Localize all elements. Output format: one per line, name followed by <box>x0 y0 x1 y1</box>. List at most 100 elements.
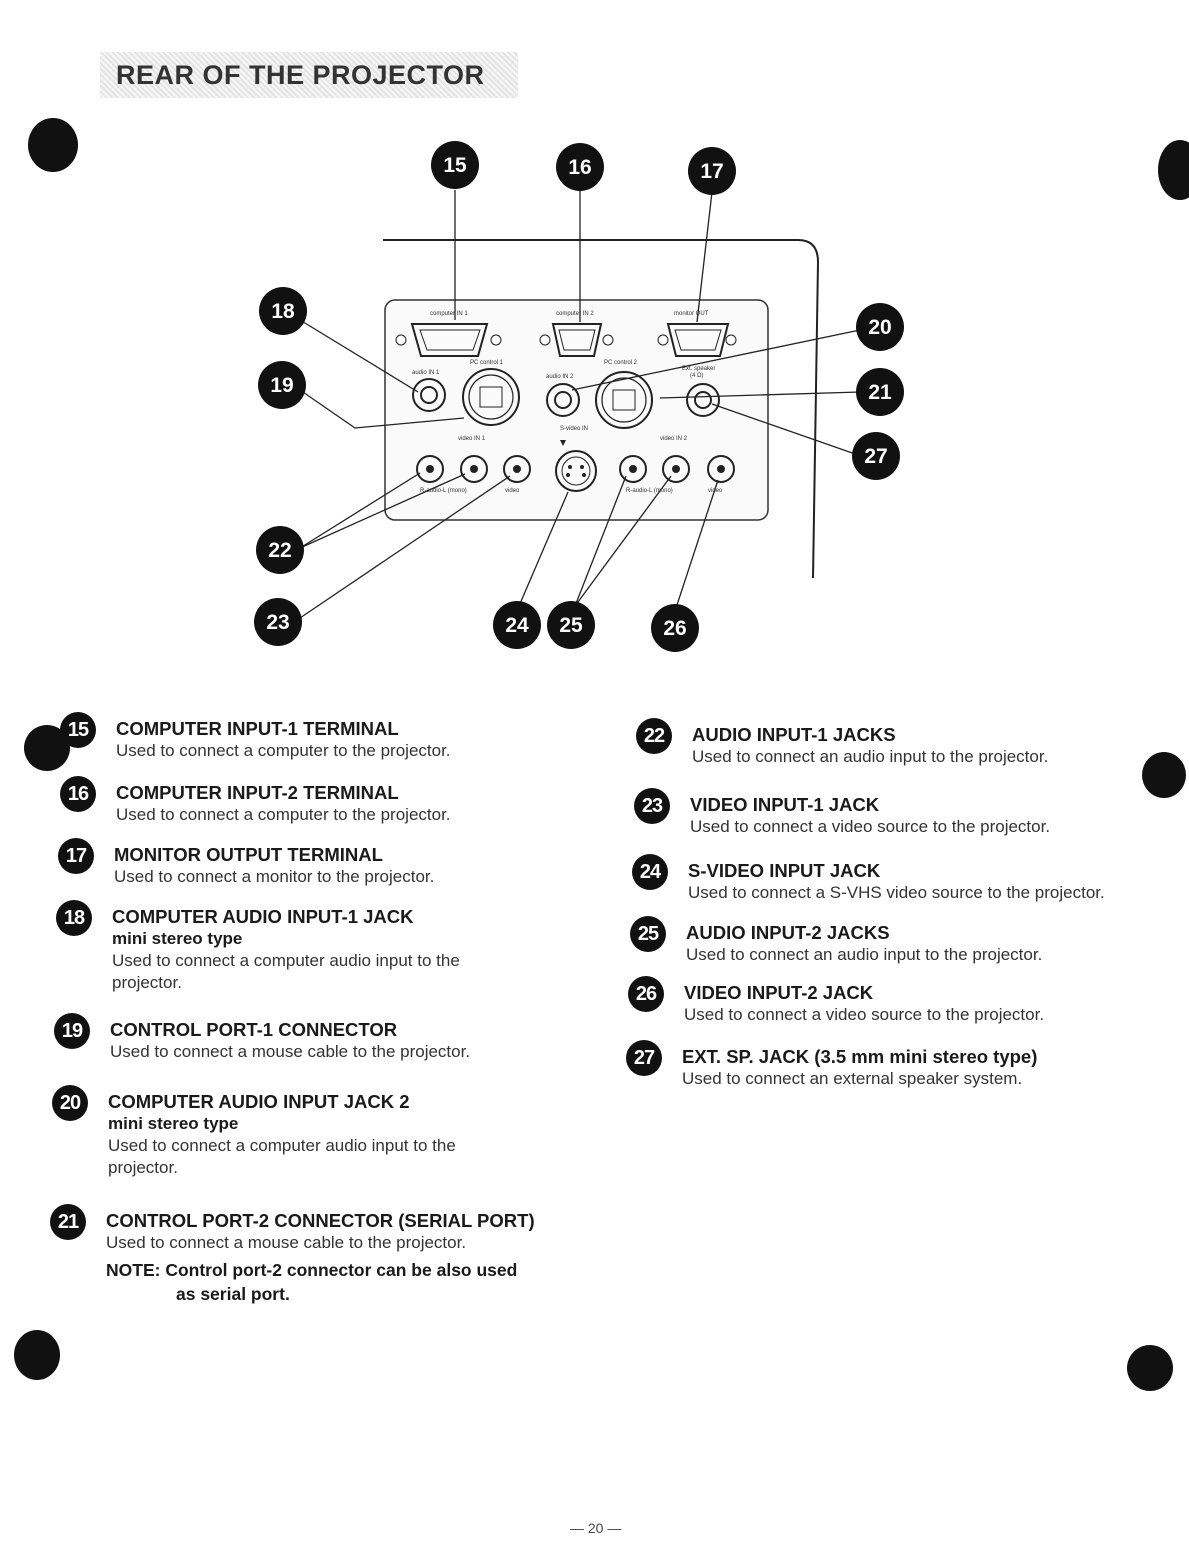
binder-hole <box>1158 140 1189 200</box>
callout-number: 16 <box>60 776 96 812</box>
panel-label: audio IN 1 <box>412 370 440 376</box>
audio-in-1-jack <box>412 378 446 412</box>
note-text: as serial port. <box>176 1284 290 1304</box>
desc-text: Used to connect a computer audio input t… <box>112 951 460 970</box>
desc-text: Used to connect a video source to the pr… <box>690 817 1051 836</box>
svg-text:22: 22 <box>268 539 291 562</box>
svg-text:25: 25 <box>559 614 583 637</box>
binder-hole <box>1127 1345 1173 1391</box>
desc-text: Used to connect a monitor to the project… <box>114 867 435 886</box>
panel-label: monitor OUT <box>674 311 709 317</box>
note-label: NOTE: <box>106 1260 161 1280</box>
desc-text: Used to connect an external speaker syst… <box>682 1069 1023 1088</box>
computer-input-2-terminal <box>539 323 614 357</box>
control-port-2-connector <box>595 371 653 429</box>
svg-text:20: 20 <box>868 316 891 339</box>
desc-heading: EXT. SP. JACK (3.5 mm mini stereo type) <box>682 1046 1038 1067</box>
rca-jack <box>662 455 690 483</box>
panel-label: audio IN 2 <box>546 374 574 380</box>
callout-25: 25 <box>547 601 595 649</box>
binder-hole <box>28 118 78 172</box>
panel-label: (4 Ω) <box>690 373 704 379</box>
panel-label: R-audio-L (mono) <box>420 488 467 494</box>
desc-heading: AUDIO INPUT-1 JACKS <box>692 724 896 745</box>
desc-text: Used to connect a computer to the projec… <box>116 805 451 824</box>
callout-number: 24 <box>632 854 668 890</box>
callout-number: 15 <box>60 712 96 748</box>
page-title: REAR OF THE PROJECTOR <box>100 52 518 98</box>
desc-heading: MONITOR OUTPUT TERMINAL <box>114 844 383 865</box>
desc-text: projector. <box>108 1158 178 1177</box>
note-text: Control port-2 connector can be also use… <box>165 1260 518 1280</box>
panel-label: video <box>505 488 520 494</box>
callout-20: 20 <box>856 303 904 351</box>
callout-27: 27 <box>852 432 900 480</box>
rear-panel-diagram: computer IN 1 computer IN 2 monitor OUT … <box>254 141 904 652</box>
callout-number: 25 <box>630 916 666 952</box>
callout-23: 23 <box>254 598 302 646</box>
desc-text: projector. <box>112 973 182 992</box>
callout-number: 23 <box>634 788 670 824</box>
svg-text:24: 24 <box>505 614 529 637</box>
callout-number: 21 <box>50 1204 86 1240</box>
monitor-output-terminal <box>657 323 737 357</box>
callout-number: 17 <box>58 838 94 874</box>
desc-heading: VIDEO INPUT-1 JACK <box>690 794 880 815</box>
desc-heading: VIDEO INPUT-2 JACK <box>684 982 874 1003</box>
panel-label: R-audio-L (mono) <box>626 488 673 494</box>
desc-text: Used to connect a video source to the pr… <box>684 1005 1045 1024</box>
desc-text: Used to connect a computer to the projec… <box>116 741 451 760</box>
callout-16: 16 <box>556 143 604 191</box>
computer-input-1-terminal <box>395 323 502 357</box>
callout-number: 20 <box>52 1085 88 1121</box>
panel-label: S-video IN <box>560 426 588 432</box>
callout-17: 17 <box>688 147 736 195</box>
leader-lines <box>299 190 861 619</box>
callout-21: 21 <box>856 368 904 416</box>
desc-heading: COMPUTER AUDIO INPUT JACK 2 <box>108 1091 410 1112</box>
desc-heading: COMPUTER AUDIO INPUT-1 JACK <box>112 906 414 927</box>
desc-subtitle: mini stereo type <box>108 1114 239 1133</box>
binder-hole <box>1142 752 1186 798</box>
panel-label: PC control 2 <box>604 360 638 366</box>
svg-text:21: 21 <box>868 381 892 404</box>
callout-26: 26 <box>651 604 699 652</box>
desc-heading: AUDIO INPUT-2 JACKS <box>686 922 890 943</box>
binder-hole <box>14 1330 60 1380</box>
callout-15: 15 <box>431 141 479 189</box>
panel-label: video IN 2 <box>660 436 688 442</box>
page-number: — 20 — <box>570 1520 622 1536</box>
rca-jack <box>503 455 531 483</box>
note: NOTE: Control port-2 connector can be al… <box>106 1258 666 1306</box>
desc-heading: COMPUTER INPUT-2 TERMINAL <box>116 782 399 803</box>
rca-jack <box>619 455 647 483</box>
desc-heading: CONTROL PORT-2 CONNECTOR (SERIAL PORT) <box>106 1210 535 1231</box>
panel-label: computer IN 1 <box>430 311 468 317</box>
callout-number: 27 <box>626 1040 662 1076</box>
desc-heading: S-VIDEO INPUT JACK <box>688 860 881 881</box>
svg-text:16: 16 <box>568 156 591 179</box>
callout-number: 18 <box>56 900 92 936</box>
audio-in-2-jack <box>546 383 580 417</box>
desc-text: Used to connect an audio input to the pr… <box>692 747 1049 766</box>
svg-text:15: 15 <box>443 154 467 177</box>
panel-label: PC control 1 <box>470 360 504 366</box>
rca-jack <box>416 455 444 483</box>
callout-number: 19 <box>54 1013 90 1049</box>
svg-text:19: 19 <box>270 374 293 397</box>
control-port-1-connector <box>462 368 520 426</box>
panel-label: video IN 1 <box>458 436 486 442</box>
desc-text: Used to connect a computer audio input t… <box>108 1136 456 1155</box>
callout-19: 19 <box>258 361 306 409</box>
desc-text: Used to connect a mouse cable to the pro… <box>106 1233 467 1252</box>
svg-text:26: 26 <box>663 617 686 640</box>
desc-subtitle: mini stereo type <box>112 929 243 948</box>
desc-text: Used to connect an audio input to the pr… <box>686 945 1043 964</box>
desc-heading: CONTROL PORT-1 CONNECTOR <box>110 1019 398 1040</box>
panel-label: video <box>708 488 723 494</box>
callout-number: 22 <box>636 718 672 754</box>
rca-jack <box>707 455 735 483</box>
desc-heading: COMPUTER INPUT-1 TERMINAL <box>116 718 399 739</box>
panel-label: computer IN 2 <box>556 311 594 317</box>
svg-text:17: 17 <box>700 160 723 183</box>
